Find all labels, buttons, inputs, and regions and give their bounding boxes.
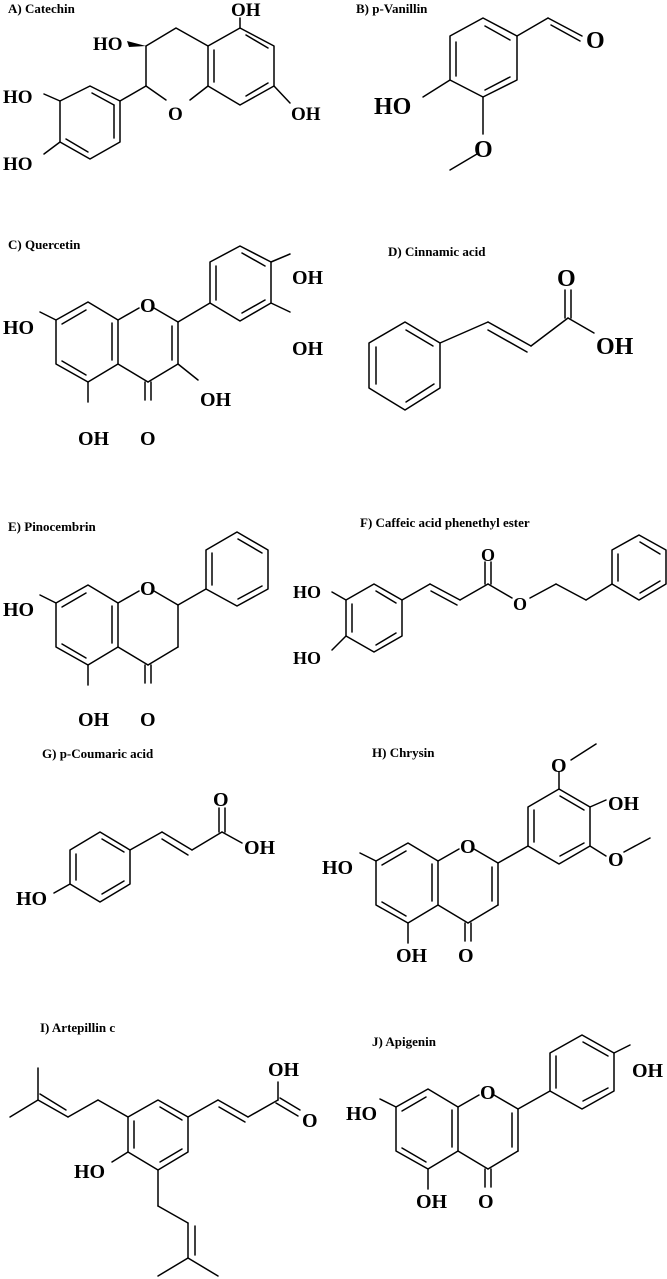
panel-p-coumaric-acid: G) p-Coumaric acid O OH HO — [16, 746, 276, 910]
atom-keto-oxygen: O — [302, 1110, 318, 1132]
title-cape: F) Caffeic acid phenethyl ester — [360, 515, 530, 530]
atom-oh-3prime: OH — [292, 338, 324, 360]
atom-keto-oxygen: O — [481, 545, 495, 565]
panel-chrysin: H) Chrysin — [322, 743, 651, 967]
panel-catechin: A) Catechin OH HO O OH — [3, 0, 321, 175]
atom-methoxy-oxygen: O — [474, 137, 493, 163]
bonds-catechin — [43, 17, 291, 160]
title-vanillin: B) p-Vanillin — [356, 1, 428, 16]
atom-oh-4: HO — [293, 648, 321, 668]
atom-keto-oxygen: O — [140, 709, 156, 731]
atom-oh: HO — [374, 94, 411, 120]
atom-keto-oxygen: O — [140, 428, 156, 450]
atom-ester-oxygen: O — [513, 594, 527, 614]
atom-keto-oxygen: O — [458, 945, 474, 967]
atom-oh-4prime: HO — [3, 154, 33, 175]
atom-oh: OH — [596, 334, 634, 360]
atom-oh-5: OH — [78, 709, 110, 731]
title-artepillin-c: I) Artepillin c — [40, 1020, 115, 1035]
wedge-bond-c3 — [127, 41, 146, 47]
title-pinocembrin: E) Pinocembrin — [8, 519, 97, 534]
atom-oh-4prime: OH — [632, 1060, 664, 1082]
panel-quercetin: C) Quercetin — [3, 237, 324, 450]
bonds-p-coumaric-acid — [53, 807, 243, 903]
atom-oh-7: HO — [3, 317, 34, 339]
atom-oh-3: HO — [293, 582, 321, 602]
atom-oh-4: HO — [74, 1161, 105, 1183]
atom-oh-acid: OH — [244, 837, 276, 859]
title-catechin: A) Catechin — [8, 1, 76, 16]
atom-methoxy-oxygen-bottom: O — [608, 849, 624, 871]
bonds-chrysin — [359, 743, 651, 944]
panel-cape: F) Caffeic acid phenethyl ester — [293, 515, 667, 668]
atom-oh-7: HO — [3, 599, 34, 621]
panel-pinocembrin: E) Pinocembrin HO O OH O — [3, 519, 269, 731]
atom-ring-oxygen: O — [140, 578, 156, 600]
atom-ring-oxygen: O — [140, 295, 156, 317]
atom-oh-5: OH — [78, 428, 110, 450]
bonds-artepillin-c — [9, 1067, 301, 1277]
atom-oh-7: HO — [346, 1103, 377, 1125]
atom-keto-oxygen: O — [478, 1191, 494, 1213]
panel-cinnamic-acid: D) Cinnamic acid O OH — [368, 244, 634, 411]
bonds-apigenin — [379, 1034, 631, 1190]
atom-oh-5: OH — [416, 1191, 448, 1213]
atom-keto-oxygen: O — [213, 789, 229, 811]
atom-aldehyde-oxygen: O — [586, 28, 605, 54]
atom-oh-4prime: OH — [608, 793, 640, 815]
bonds-cape — [331, 534, 667, 653]
atom-oh-3: HO — [93, 34, 123, 55]
title-apigenin: J) Apigenin — [372, 1034, 437, 1049]
atom-ring-oxygen: O — [168, 104, 183, 125]
panel-vanillin: B) p-Vanillin O HO O — [356, 1, 605, 171]
bonds-cinnamic-acid — [368, 289, 595, 411]
atom-oh-3: OH — [200, 389, 232, 411]
title-cinnamic-acid: D) Cinnamic acid — [388, 244, 486, 259]
title-quercetin: C) Quercetin — [8, 237, 81, 252]
bonds-vanillin — [422, 17, 583, 171]
atom-oh-7: OH — [291, 104, 321, 125]
title-chrysin: H) Chrysin — [372, 745, 435, 760]
atom-oh-5: OH — [396, 945, 428, 967]
atom-oh-4prime: OH — [292, 267, 324, 289]
atom-oh-4: HO — [16, 888, 47, 910]
atom-keto-oxygen: O — [557, 266, 576, 292]
bonds-quercetin — [39, 245, 291, 403]
atom-oh-7: HO — [322, 857, 353, 879]
atom-ring-oxygen: O — [460, 836, 476, 858]
atom-oh-5: OH — [231, 0, 261, 21]
atom-methoxy-oxygen-top: O — [551, 755, 567, 777]
atom-ring-oxygen: O — [480, 1082, 496, 1104]
title-p-coumaric-acid: G) p-Coumaric acid — [42, 746, 154, 761]
bonds-pinocembrin — [39, 531, 269, 686]
atom-oh-acid: OH — [268, 1059, 300, 1081]
atom-oh-3prime: HO — [3, 87, 33, 108]
panel-apigenin: J) Apigenin OH HO — [346, 1034, 664, 1213]
panel-artepillin-c: I) Artepillin c — [9, 1020, 318, 1277]
